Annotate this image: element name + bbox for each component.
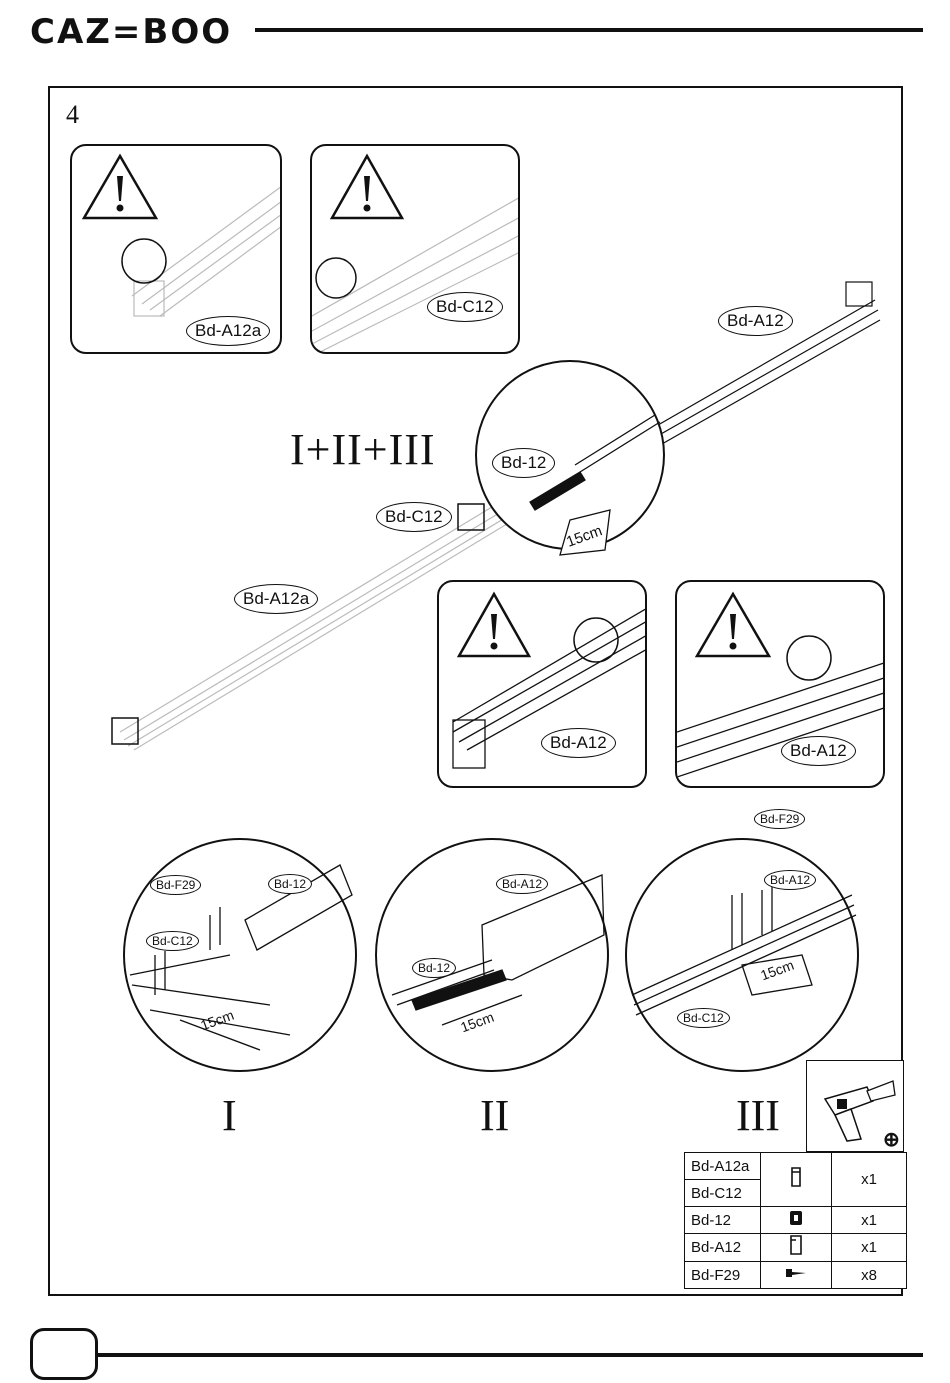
part-label-12: Bd-12 (492, 448, 555, 478)
warning-panel-a12-right: Bd-A12 (675, 580, 885, 788)
sequence-label: I+II+III (290, 424, 436, 475)
table-row: Bd-F29 x8 (685, 1262, 907, 1289)
parts-table: Bd-A12a x1 Bd-C12 Bd-12 x1 Bd-A12 x1 Bd-… (684, 1152, 907, 1289)
screw-icon (761, 1262, 832, 1289)
part-code: Bd-F29 (685, 1262, 761, 1289)
part-code: Bd-A12a (685, 1153, 761, 1180)
part-code: Bd-C12 (685, 1180, 761, 1207)
detail-circle-iii (622, 835, 862, 1075)
part-label: Bd-A12 (496, 874, 548, 894)
part-label: Bd-F29 (754, 809, 805, 829)
step-iii-label: III (736, 1090, 780, 1141)
detail-circle-i (120, 835, 360, 1075)
part-qty: x8 (832, 1262, 907, 1289)
table-row: Bd-A12 x1 (685, 1234, 907, 1262)
plus-icon: ⊕ (883, 1127, 900, 1152)
part-code: Bd-12 (685, 1207, 761, 1234)
page-number-box (30, 1328, 98, 1380)
profile-icon (761, 1234, 832, 1262)
part-label: Bd-12 (412, 958, 456, 978)
detail-circle-ii (372, 835, 612, 1075)
brand-logo: CAZ=BOO (30, 12, 232, 52)
part-label: Bd-A12 (541, 728, 616, 758)
header-rule (255, 28, 923, 32)
tool-box: ⊕ (806, 1060, 904, 1152)
part-label: Bd-C12 (146, 931, 199, 951)
step-ii-label: II (480, 1090, 509, 1141)
table-row: Bd-12 x1 (685, 1207, 907, 1234)
table-row: Bd-A12a x1 (685, 1153, 907, 1180)
part-label: Bd-C12 (677, 1008, 730, 1028)
part-qty: x1 (832, 1207, 907, 1234)
part-label: Bd-A12 (781, 736, 856, 766)
part-code: Bd-A12 (685, 1234, 761, 1262)
part-label: Bd-A12 (764, 870, 816, 890)
part-label-a12: Bd-A12 (718, 306, 793, 336)
warning-triangle-icon (439, 582, 647, 788)
part-label-c12: Bd-C12 (376, 502, 452, 532)
step-number: 4 (66, 100, 79, 130)
part-label-a12a: Bd-A12a (234, 584, 318, 614)
part-label: Bd-F29 (150, 875, 201, 895)
connector-icon (761, 1207, 832, 1234)
bracket-icon (761, 1153, 832, 1207)
warning-panel-a12-left: Bd-A12 (437, 580, 647, 788)
part-qty: x1 (832, 1153, 907, 1207)
footer-rule (98, 1353, 923, 1357)
part-label: Bd-12 (268, 874, 312, 894)
part-qty: x1 (832, 1234, 907, 1262)
step-i-label: I (222, 1090, 237, 1141)
warning-triangle-icon (677, 582, 885, 788)
